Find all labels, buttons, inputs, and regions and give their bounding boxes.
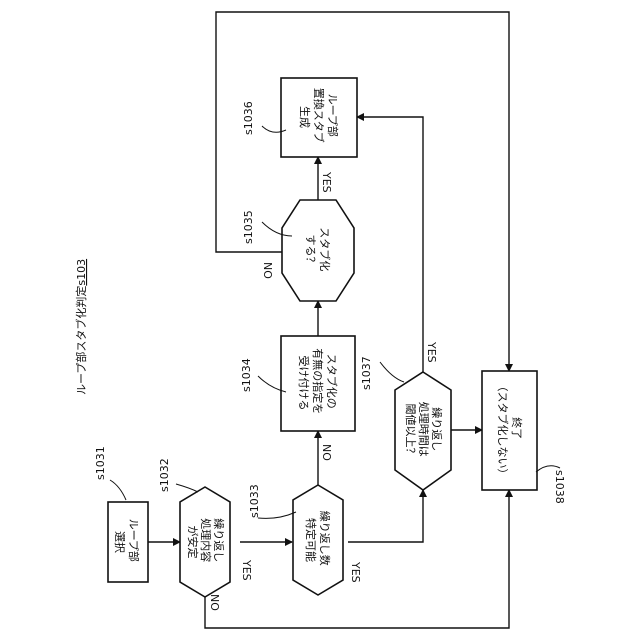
step-id-s1031: s1031 <box>94 446 107 480</box>
label-s1035-yes: YES <box>320 171 333 193</box>
node-s1036: ループ部 置換スタブ 生成 <box>281 78 357 157</box>
node-s1037: 繰り返し 処理時間は 閾値以上？ <box>395 372 451 490</box>
node-s1031: ループ部 選択 <box>108 502 148 582</box>
node-s1032: 繰り返し 処理内容 が安定 <box>180 487 230 597</box>
step-id-s1038: s1038 <box>553 470 566 504</box>
node-s1034: スタブ化の 有無の指定を 受け付ける <box>281 336 355 431</box>
label-s1033-no: NO <box>320 444 333 461</box>
node-s1038: 終了 （スタブ化しない） <box>482 371 537 490</box>
label-s1032-no: NO <box>208 594 221 611</box>
label-s1035-no: NO <box>261 262 274 279</box>
node-s1035: スタブ化 する？ <box>282 200 354 301</box>
step-id-s1034: s1034 <box>240 358 253 392</box>
label-s1033-yes: YES <box>349 561 362 583</box>
edge-s1037-s1036 <box>357 117 423 372</box>
label-s1037-yes: YES <box>425 341 438 363</box>
step-id-s1035: s1035 <box>242 210 255 244</box>
step-id-s1032: s1032 <box>158 458 171 492</box>
node-s1033: 繰り返し数 特定可能 <box>293 485 343 595</box>
diagram-title: ループ部スタブ化判定s103 <box>74 259 88 395</box>
step-id-s1037: s1037 <box>360 356 373 390</box>
edge-s1033-s1037 <box>348 490 423 542</box>
step-id-s1036: s1036 <box>242 101 255 135</box>
svg-text:スタブ化の 有無の指定を 受け付ける: スタブ化の 有無の指定を 受け付ける <box>297 348 339 418</box>
step-id-s1033: s1033 <box>248 484 261 518</box>
label-s1032-yes: YES <box>240 559 253 581</box>
edge-s1035-s1038 <box>216 12 509 371</box>
svg-text:繰り返し 処理時間は 閾値以上？: 繰り返し 処理時間は 閾値以上？ <box>404 402 444 461</box>
